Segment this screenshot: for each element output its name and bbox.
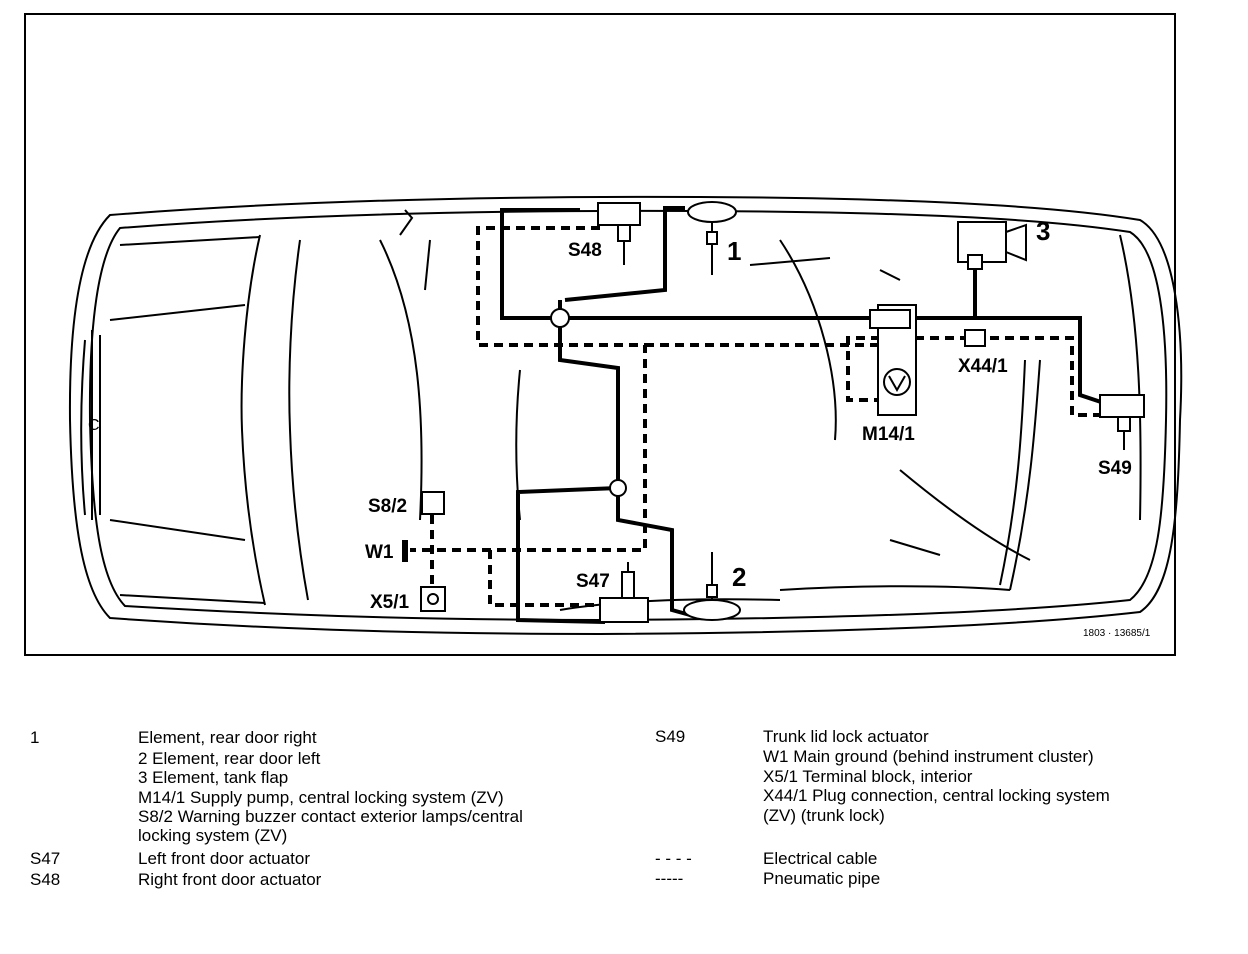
legend-text: (ZV) (trunk lock) [763, 806, 885, 825]
legend-text: Electrical cable [763, 849, 878, 868]
legend-text: 2 Element, rear door left [138, 749, 321, 768]
svg-text:C: C [88, 417, 100, 434]
legend-text: S8/2 Warning buzzer contact exterior lam… [138, 807, 523, 826]
central-locking-diagram: C [24, 13, 1183, 656]
legend-code: S47 [30, 849, 61, 868]
label-3: 3 [1036, 216, 1050, 246]
label-s8-2: S8/2 [368, 496, 407, 517]
component-x44-1-plug [964, 329, 986, 347]
component-x5-1 [420, 586, 446, 612]
label-s49: S49 [1098, 458, 1132, 479]
component-element-3 [957, 221, 1027, 270]
legend-code: ----- [655, 869, 684, 888]
label-x5-1: X5/1 [370, 592, 410, 613]
label-m14-1: M14/1 [862, 424, 915, 445]
component-s48 [597, 202, 641, 265]
legend-code: S49 [655, 727, 686, 746]
component-element-2 [683, 552, 741, 621]
component-m14-1-supply-pump [869, 304, 917, 416]
legend-text: Right front door actuator [138, 870, 322, 889]
legend-text: locking system (ZV) [138, 826, 288, 845]
label-w1: W1 [365, 542, 394, 563]
legend-text: W1 Main ground (behind instrument cluste… [763, 747, 1094, 766]
pipe-junction [550, 308, 570, 328]
label-1: 1 [727, 236, 741, 266]
component-s8-2 [421, 491, 445, 515]
pipe-junction [609, 479, 627, 497]
legend-text: Element, rear door right [138, 728, 317, 747]
pneumatic-pipes [500, 206, 1111, 624]
legend-code: 1 [30, 728, 40, 747]
legend-text: X44/1 Plug connection, central locking s… [763, 786, 1110, 805]
component-element-1 [687, 201, 737, 275]
legend-code: S48 [30, 870, 61, 889]
component-s49 [1099, 394, 1145, 450]
label-x44-1: X44/1 [958, 356, 1008, 377]
label-2: 2 [732, 562, 746, 592]
component-w1-ground [402, 540, 408, 562]
diagram-frame [24, 13, 1176, 656]
component-s47 [599, 562, 649, 623]
legend-text: Left front door actuator [138, 849, 310, 868]
legend-text: Pneumatic pipe [763, 869, 881, 888]
electrical-cables [410, 226, 1110, 607]
legend-text: X5/1 Terminal block, interior [763, 767, 973, 786]
car-outline: C [68, 195, 1183, 636]
label-s48: S48 [568, 240, 602, 261]
label-s47: S47 [576, 571, 610, 592]
legend-text: M14/1 Supply pump, central locking syste… [138, 788, 504, 807]
legend-text: Trunk lid lock actuator [763, 727, 929, 746]
legend-text: 3 Element, tank flap [138, 768, 289, 787]
reference-number: 1803 · 13685/1 [1083, 628, 1151, 639]
legend-code: - - - - [655, 849, 692, 868]
